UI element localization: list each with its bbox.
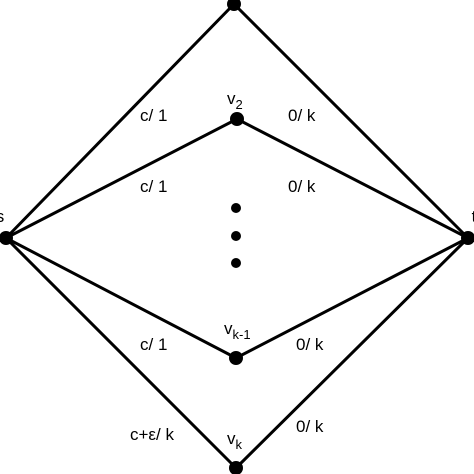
node-label-vk-1: vk-1 <box>224 319 251 342</box>
node-vk-1 <box>229 351 243 365</box>
edge-label-v2-t: 0/ k <box>288 177 316 196</box>
edge-vk-1-t <box>234 236 470 360</box>
edge-s-v1 <box>4 2 236 240</box>
node-label-vk-main: v <box>227 429 236 448</box>
edge-label-vk-t: 0/ k <box>296 417 324 436</box>
ellipsis-dot <box>231 203 241 213</box>
edge-label-s-v2: c/ 1 <box>140 177 167 196</box>
edge-vk-t <box>234 236 470 470</box>
node-label-t: t <box>472 207 474 226</box>
edge-label-v1-t: 0/ k <box>288 106 316 125</box>
node-v2 <box>230 112 244 126</box>
node-t <box>461 231 474 245</box>
node-label-v2-main: v <box>227 89 236 108</box>
edge-label-s-vk-1: c/ 1 <box>140 335 167 354</box>
ellipsis-dot <box>231 231 241 241</box>
ellipsis-dots <box>231 203 241 268</box>
edge-label-s-v1: c/ 1 <box>140 106 167 125</box>
node-v1 <box>227 0 241 11</box>
edge-v1-t <box>232 2 470 240</box>
node-vk <box>229 461 243 474</box>
edge-s-vk-1 <box>4 236 238 360</box>
node-label-vk-sub: k <box>236 437 243 452</box>
node-label-vk: vk <box>227 429 243 452</box>
node-label-vk-1-main: v <box>224 319 233 338</box>
ellipsis-dot <box>231 258 241 268</box>
node-s <box>0 231 13 245</box>
edge-s-v2 <box>4 117 239 240</box>
edge-label-vk-1-t: 0/ k <box>296 335 324 354</box>
node-label-s: s <box>0 207 4 226</box>
edge-s-vk <box>4 236 238 470</box>
node-label-v2: v2 <box>227 89 243 112</box>
edge-v2-t <box>235 117 470 240</box>
edge-label-s-vk: c+ε/ k <box>130 425 174 444</box>
node-label-v2-sub: 2 <box>236 97 243 112</box>
node-label-vk-1-sub: k-1 <box>233 327 251 342</box>
